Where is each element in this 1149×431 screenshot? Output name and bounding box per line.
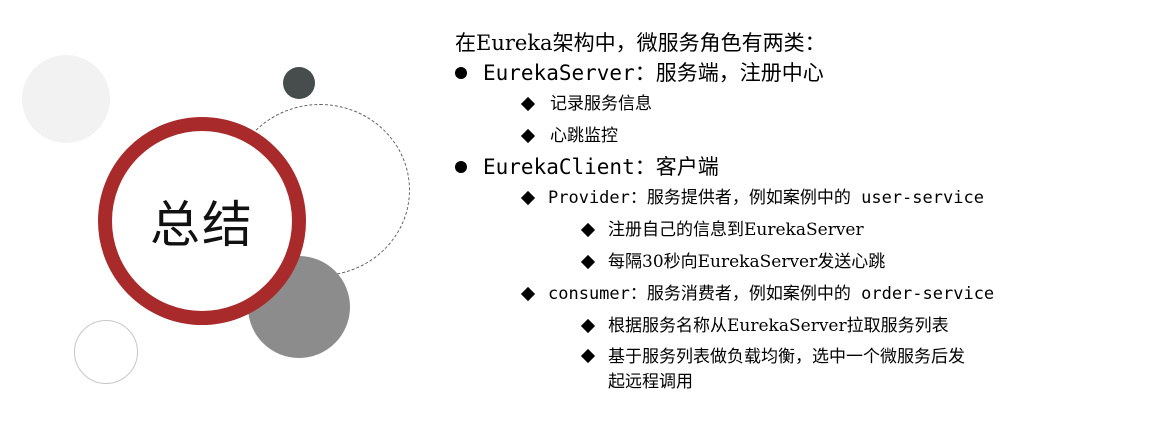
summary-ring: 总结 [98,117,306,325]
consumer-label: consumer：服务消费者，例如案例中的 order-service [548,284,995,304]
diamond-bullet-icon [520,128,536,144]
provider-label: Provider：服务提供者，例如案例中的 user-service [548,188,984,208]
list-item-consumer-pull: 根据服务名称从EurekaServer拉取服务列表 [455,310,1135,342]
consumer-item-text: 根据服务名称从EurekaServer拉取服务列表 [608,316,949,336]
server-item-text: 心跳监控 [550,126,618,146]
list-item-provider-register: 注册自己的信息到EurekaServer [455,214,1135,246]
consumer-item-text: 基于服务列表做负载均衡，选中一个微服务后发起远程调用 [608,347,965,392]
eureka-server-label: EurekaServer：服务端，注册中心 [483,61,824,85]
list-item-provider: Provider：服务提供者，例如案例中的 user-service [455,182,1135,214]
diamond-bullet-icon [520,96,536,112]
bullet-dot-icon [455,67,467,79]
list-item-provider-heartbeat: 每隔30秒向EurekaServer发送心跳 [455,246,1135,278]
list-item-consumer-loadbalance: 基于服务列表做负载均衡，选中一个微服务后发起远程调用 [455,342,968,395]
summary-title: 总结 [150,196,254,254]
decorative-light-gray-circle [22,55,110,143]
intro-text: 在Eureka架构中，微服务角色有两类： [455,31,826,55]
decorative-outline-circle [74,320,138,384]
diamond-bullet-icon [520,190,536,206]
list-item-eureka-server: EurekaServer：服务端，注册中心 [455,58,1135,88]
list-item-server-record: 记录服务信息 [455,88,1135,120]
diamond-bullet-icon [580,348,596,364]
diamond-bullet-icon [580,318,596,334]
server-item-text: 记录服务信息 [550,94,652,114]
list-item-eureka-client: EurekaClient：客户端 [455,152,1135,182]
diamond-bullet-icon [580,254,596,270]
provider-item-text: 每隔30秒向EurekaServer发送心跳 [608,252,886,272]
summary-content: 在Eureka架构中，微服务角色有两类： EurekaServer：服务端，注册… [455,28,1135,395]
bullet-dot-icon [455,161,467,173]
list-item-server-heartbeat: 心跳监控 [455,120,1135,152]
decorative-dark-circle [283,67,315,99]
provider-item-text: 注册自己的信息到EurekaServer [608,220,864,240]
eureka-client-label: EurekaClient：客户端 [483,155,719,179]
diamond-bullet-icon [580,222,596,238]
list-item-consumer: consumer：服务消费者，例如案例中的 order-service [455,278,1135,310]
diamond-bullet-icon [520,286,536,302]
